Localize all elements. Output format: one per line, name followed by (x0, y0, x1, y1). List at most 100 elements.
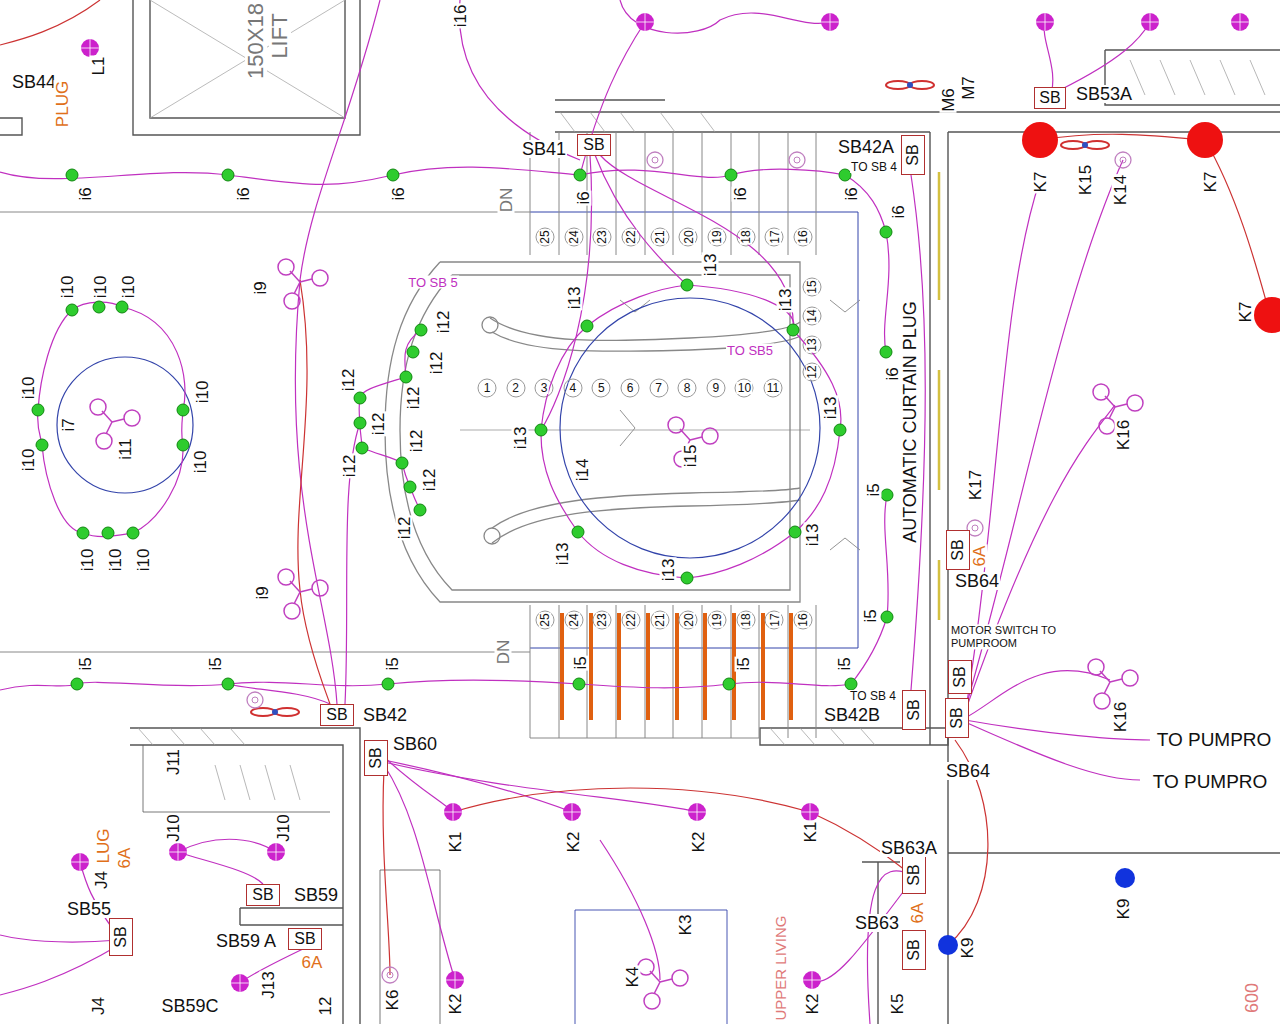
plan-label: 16 (797, 229, 809, 244)
box-code: SB (906, 699, 922, 720)
plan-label: 21 (654, 229, 666, 244)
box-label: TO SB 4 (850, 161, 898, 173)
plan-label: i15 (682, 444, 699, 469)
plan-label: 9 (711, 382, 720, 394)
plan-label: L1 (90, 56, 107, 77)
box-label: 6A (971, 545, 988, 568)
plan-label: 6A (301, 954, 324, 971)
box-code: SB (949, 707, 965, 728)
switch-board-box: SBSB42 (320, 704, 354, 726)
plan-label: M7 (960, 75, 977, 101)
box-label: SB53A (1075, 85, 1133, 103)
plan-label: 3 (540, 382, 549, 394)
plan-label: TO PUMPRO (1152, 772, 1269, 791)
plan-label: 25 (539, 229, 551, 244)
plan-label: i10 (20, 448, 37, 473)
plan-label: 16 (797, 612, 809, 627)
box-label: SB41 (521, 140, 567, 158)
plan-label: J13 (260, 970, 277, 999)
plan-label: i7 (60, 417, 77, 432)
plan-label: 2 (511, 382, 520, 394)
switch-board-box: SB6ASB63 (902, 930, 926, 970)
plan-label: K16 (1112, 701, 1129, 733)
plan-label: i5 (207, 656, 224, 671)
plan-label: 23 (596, 612, 608, 627)
switch-board-box: SBSB59 (246, 884, 280, 906)
plan-label: K6 (384, 989, 401, 1012)
plan-label: 10 (737, 382, 752, 394)
plan-label: i13 (804, 523, 821, 548)
box-label: SB64 (954, 572, 1000, 590)
box-code: SB (950, 539, 966, 560)
plan-label: i10 (194, 380, 211, 405)
plan-label: K7 (1202, 171, 1219, 194)
plan-label: i5 (836, 656, 853, 671)
plan-label: J4 (93, 870, 110, 890)
plan-label: i5 (384, 656, 401, 671)
plan-label: i13 (777, 288, 794, 313)
box-label: SB63 (854, 914, 900, 932)
plan-label: SB59C (160, 997, 219, 1015)
plan-label: 12 (806, 364, 818, 379)
plan-label: i12 (341, 454, 358, 479)
switch-board-box: SBSB41 (577, 134, 611, 156)
plan-label: i12 (370, 412, 387, 437)
box-code: SB (905, 144, 921, 165)
switch-board-box: SBSB59 A (288, 928, 322, 950)
plan-label: 22 (625, 612, 637, 627)
plan-label: i11 (117, 437, 134, 460)
plan-label: 150X18 (245, 2, 267, 80)
plan-label: i6 (732, 186, 749, 201)
plan-label: 17 (769, 612, 781, 627)
plan-label: i10 (107, 548, 124, 573)
plan-label: K5 (889, 993, 906, 1016)
box-label: SB59 (293, 886, 339, 904)
box-code: SB (113, 926, 129, 947)
plan-label: i12 (435, 310, 452, 335)
plan-label: 24 (568, 612, 580, 627)
plan-label: K4 (624, 966, 641, 989)
plan-label: i12 (396, 516, 413, 541)
plan-label: i6 (390, 186, 407, 201)
plan-label: i5 (735, 656, 752, 671)
plan-label: K16 (1115, 419, 1132, 451)
plan-label: 14 (806, 308, 818, 323)
plan-label: 18 (740, 612, 752, 627)
box-label: SB63A (880, 839, 938, 857)
plan-label: TO SB5 (726, 344, 774, 357)
plan-label: K2 (690, 831, 707, 854)
box-label: SB64 (945, 762, 991, 780)
plan-label: i6 (235, 186, 252, 201)
switch-board-box: SBSB42BTO SB 4 (902, 690, 926, 730)
switch-board-box: SBSB55 (109, 918, 133, 956)
plan-label: 22 (625, 229, 637, 244)
plan-label: 19 (711, 229, 723, 244)
switch-board-box: SB6ASB64 (946, 530, 970, 570)
plan-label: i9 (254, 585, 271, 600)
plan-label: i6 (884, 366, 901, 381)
plan-label: 5 (597, 382, 606, 394)
plan-label: 24 (568, 229, 580, 244)
switch-board-box: SBSB63A (902, 856, 926, 894)
plan-label: 20 (683, 229, 695, 244)
plan-label: K2 (804, 993, 821, 1016)
plan-label: i5 (862, 608, 879, 623)
plan-label: i9 (252, 280, 269, 295)
box-code: SB (906, 864, 922, 885)
switch-board-box: SBSB42ATO SB 4 (901, 135, 925, 175)
box-label: SB42B (823, 706, 881, 724)
plan-label: i5 (865, 482, 882, 497)
plan-label: DN (495, 639, 512, 666)
switch-board-box: SBSB53A (1034, 87, 1066, 109)
plan-label: K1 (802, 821, 819, 844)
box-code: SB (906, 939, 922, 960)
plan-label: i13 (566, 286, 583, 311)
plan-label: K3 (677, 914, 694, 937)
plan-label: i12 (421, 468, 438, 493)
box-code: SB (952, 666, 968, 687)
plan-label: i12 (340, 368, 357, 393)
switch-board-box: SBSB64 (945, 698, 969, 738)
box-code: SB (368, 747, 384, 768)
box-code: SB (252, 887, 273, 903)
